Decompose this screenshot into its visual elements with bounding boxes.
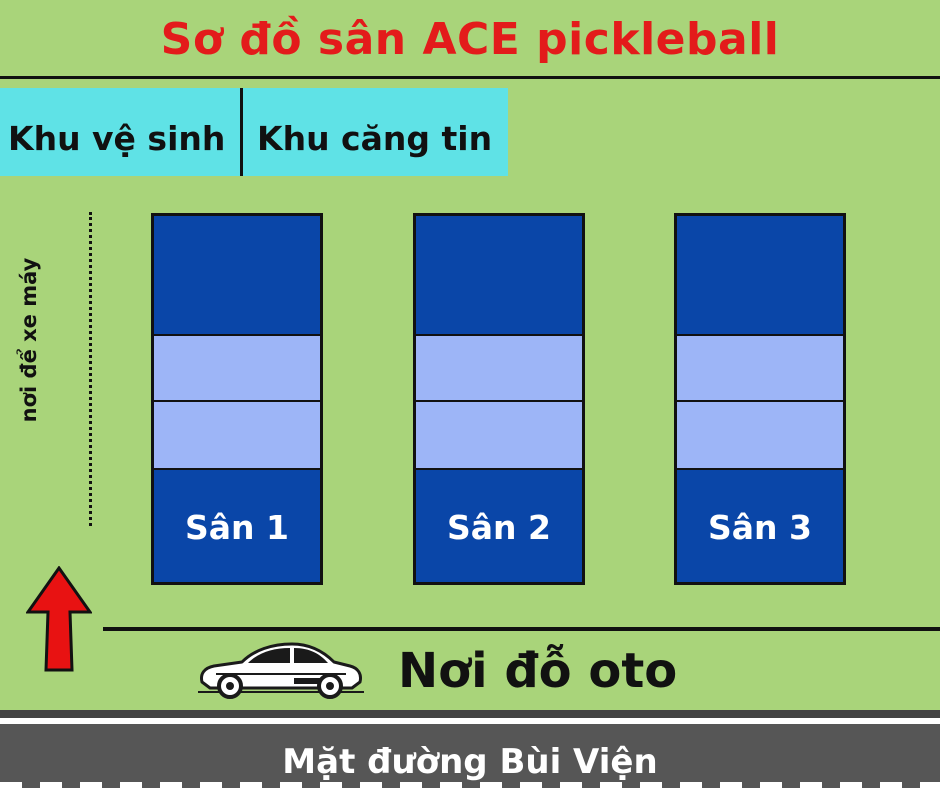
road-edge-stripe	[0, 718, 940, 724]
court-2: Sân 2	[413, 213, 585, 585]
map-title: Sơ đồ sân ACE pickleball	[160, 14, 780, 65]
kitchen-zone	[416, 334, 582, 402]
road	[0, 724, 940, 788]
top-boundary-line	[0, 76, 940, 79]
kitchen-zone	[154, 400, 320, 470]
road-edge	[0, 710, 940, 718]
car-parking-label: Nơi đỗ oto	[398, 643, 678, 699]
court-name: Sân 1	[185, 508, 289, 547]
canteen-label: Khu căng tin	[257, 119, 493, 158]
motorbike-parking-label: nơi để xe máy	[17, 257, 41, 423]
kitchen-zone	[677, 400, 843, 470]
court-name: Sân 3	[708, 508, 812, 547]
kitchen-zone	[154, 334, 320, 402]
facility-divider	[240, 88, 243, 176]
kitchen-zone	[416, 400, 582, 470]
court-name: Sân 2	[447, 508, 551, 547]
road-lane-markings	[0, 782, 940, 788]
court-3: Sân 3	[674, 213, 846, 585]
canteen-area	[241, 88, 508, 176]
road-label: Mặt đường Bùi Viện	[282, 742, 658, 782]
kitchen-zone	[677, 334, 843, 402]
parking-boundary-line	[103, 627, 940, 631]
restroom-label: Khu vệ sinh	[8, 119, 226, 158]
car-icon	[198, 642, 364, 699]
motorbike-parking-boundary	[89, 212, 92, 526]
entrance-arrow-icon	[26, 566, 92, 672]
restroom-area	[0, 88, 241, 176]
court-1: Sân 1	[151, 213, 323, 585]
